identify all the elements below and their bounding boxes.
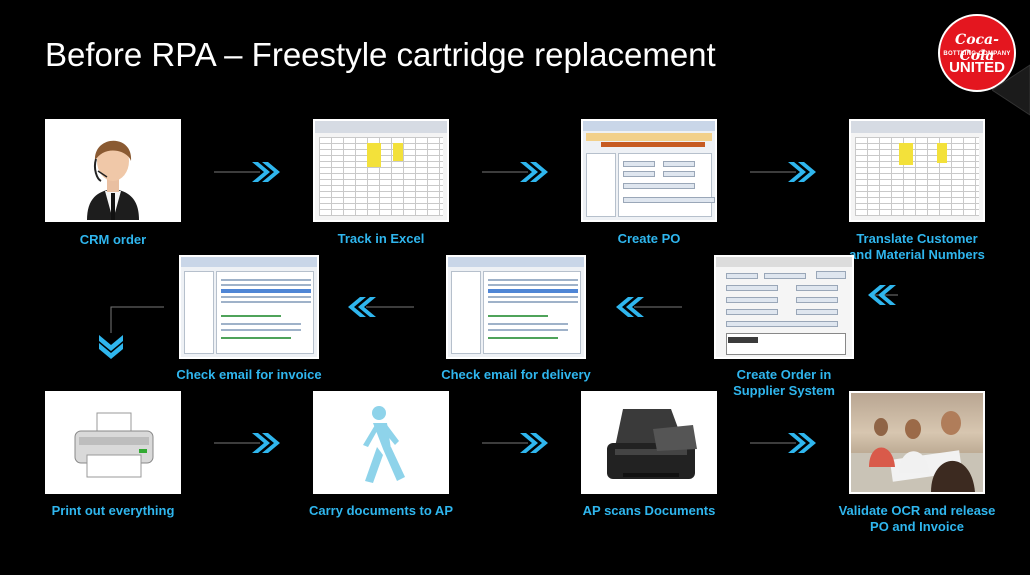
arrow-left-icon <box>348 297 414 317</box>
company-logo: Coca-Cola BOTTLING COMPANY UNITED <box>938 14 1016 92</box>
printer-icon <box>74 412 154 478</box>
arrow-left-icon <box>868 285 898 305</box>
step-label-translate: Translate Customer and Material Numbers <box>849 231 985 262</box>
logo-script-text: Coca-Cola <box>955 32 999 64</box>
corner-arrow-icon <box>992 64 1030 116</box>
arrow-right-icon <box>482 433 548 453</box>
step-translate-image <box>849 119 985 222</box>
step-supplier-order-image <box>714 255 854 359</box>
step-crm-order-image <box>45 119 181 222</box>
logo-united-text: UNITED <box>949 59 1005 76</box>
slide-title: Before RPA – Freestyle cartridge replace… <box>45 36 716 73</box>
logo-company-text: BOTTLING COMPANY <box>943 51 1011 57</box>
step-label-track-excel: Track in Excel <box>337 231 425 246</box>
arrow-right-icon <box>750 433 816 453</box>
step-label-supplier-order: Create Order in Supplier System <box>733 367 835 398</box>
step-email-invoice-image <box>179 255 319 359</box>
step-label-validate: Validate OCR and release PO and Invoice <box>838 503 996 534</box>
arrow-left-icon <box>616 297 682 317</box>
step-track-excel-image <box>313 119 449 222</box>
step-validate-image <box>849 391 985 494</box>
arrow-right-icon <box>214 162 280 182</box>
document-scanner-icon <box>607 409 697 479</box>
arrow-down-icon <box>99 306 164 359</box>
step-label-scan: AP scans Documents <box>582 503 716 518</box>
step-label-email-delivery: Check email for delivery <box>441 367 591 382</box>
call-center-agent-icon <box>47 121 179 220</box>
step-create-po-image <box>581 119 717 222</box>
step-scan-image <box>581 391 717 494</box>
step-label-carry: Carry documents to AP <box>309 503 453 518</box>
step-carry-image <box>313 391 449 494</box>
step-label-print: Print out everything <box>51 503 175 518</box>
step-label-email-invoice: Check email for invoice <box>176 367 322 382</box>
office-workers-icon <box>851 411 983 492</box>
step-label-crm-order: CRM order <box>79 232 147 247</box>
arrow-right-icon <box>214 433 280 453</box>
step-print-image <box>45 391 181 494</box>
step-email-delivery-image <box>446 255 586 359</box>
arrow-right-icon <box>750 162 816 182</box>
arrow-right-icon <box>482 162 548 182</box>
step-label-create-po: Create PO <box>617 231 681 246</box>
walking-person-icon <box>363 406 405 483</box>
